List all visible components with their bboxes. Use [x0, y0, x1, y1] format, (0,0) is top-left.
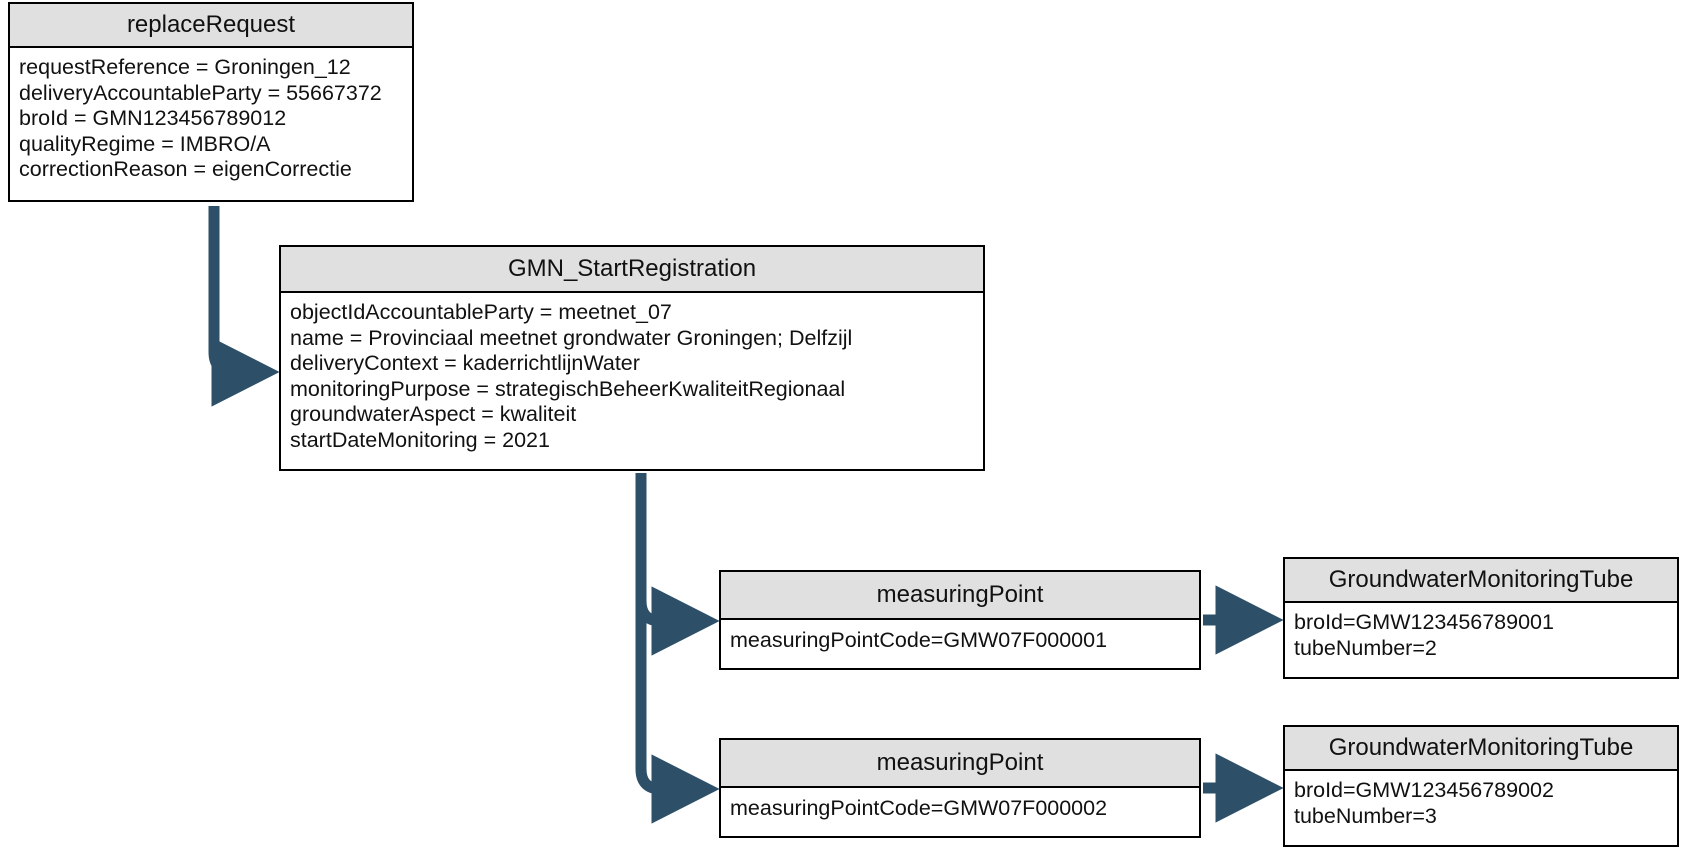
attribute-row: broId=GMW123456789002 [1294, 778, 1554, 802]
node-gmn-start-registration[interactable]: GMN_StartRegistration objectIdAccountabl… [279, 245, 985, 471]
node-measuring-point-1[interactable]: measuringPoint measuringPointCode=GMW07F… [719, 570, 1201, 670]
attribute-row: tubeNumber=2 [1294, 635, 1437, 660]
attribute-row: startDateMonitoring = 2021 [290, 427, 550, 452]
attribute-row: broId = GMN123456789012 [19, 106, 287, 131]
node-measuring-point-2[interactable]: measuringPoint measuringPointCode=GMW07F… [719, 738, 1201, 838]
node-groundwater-monitoring-tube-2-body: broId=GMW123456789002 tubeNumber=3 [1285, 771, 1677, 837]
attribute-row: monitoringPurpose = strategischBeheerKwa… [290, 376, 846, 401]
attribute-row: groundwaterAspect = kwaliteit [290, 402, 577, 427]
node-measuring-point-2-title: measuringPoint [721, 740, 1199, 788]
attribute-row: broId=GMW123456789001 [1294, 610, 1554, 634]
node-groundwater-monitoring-tube-1[interactable]: GroundwaterMonitoringTube broId=GMW12345… [1283, 557, 1679, 679]
attribute-row: tubeNumber=3 [1294, 803, 1437, 828]
connector-replace-request-to-gmn-start [208, 206, 280, 407]
node-gmn-start-registration-title: GMN_StartRegistration [281, 247, 983, 293]
node-measuring-point-1-title: measuringPoint [721, 572, 1199, 620]
attribute-row: measuringPointCode=GMW07F000002 [730, 796, 1108, 820]
node-gmn-start-registration-body: objectIdAccountableParty = meetnet_07 na… [281, 293, 983, 462]
node-replace-request-body: requestReference = Groningen_12 delivery… [10, 48, 412, 191]
attribute-row: name = Provinciaal meetnet grondwater Gr… [290, 325, 853, 350]
attribute-row: qualityRegime = IMBRO/A [19, 131, 271, 156]
attribute-row: deliveryAccountableParty = 55667372 [19, 80, 382, 105]
node-groundwater-monitoring-tube-1-title: GroundwaterMonitoringTube [1285, 559, 1677, 603]
connector-gmn-start-to-measuring-point-2 [635, 473, 720, 824]
node-groundwater-monitoring-tube-2[interactable]: GroundwaterMonitoringTube broId=GMW12345… [1283, 725, 1679, 847]
attribute-row: deliveryContext = kaderrichtlijnWater [290, 351, 640, 376]
node-groundwater-monitoring-tube-2-title: GroundwaterMonitoringTube [1285, 727, 1677, 771]
attribute-row: measuringPointCode=GMW07F000001 [730, 628, 1108, 652]
node-measuring-point-2-body: measuringPointCode=GMW07F000002 [721, 788, 1199, 830]
connector-gmn-start-to-measuring-point-1 [635, 473, 720, 656]
attribute-row: correctionReason = eigenCorrectie [19, 157, 352, 182]
attribute-row: objectIdAccountableParty = meetnet_07 [290, 300, 672, 324]
node-groundwater-monitoring-tube-1-body: broId=GMW123456789001 tubeNumber=2 [1285, 603, 1677, 669]
node-measuring-point-1-body: measuringPointCode=GMW07F000001 [721, 620, 1199, 662]
node-replace-request-title: replaceRequest [10, 4, 412, 48]
node-replace-request[interactable]: replaceRequest requestReference = Gronin… [8, 2, 414, 202]
attribute-row: requestReference = Groningen_12 [19, 55, 351, 79]
